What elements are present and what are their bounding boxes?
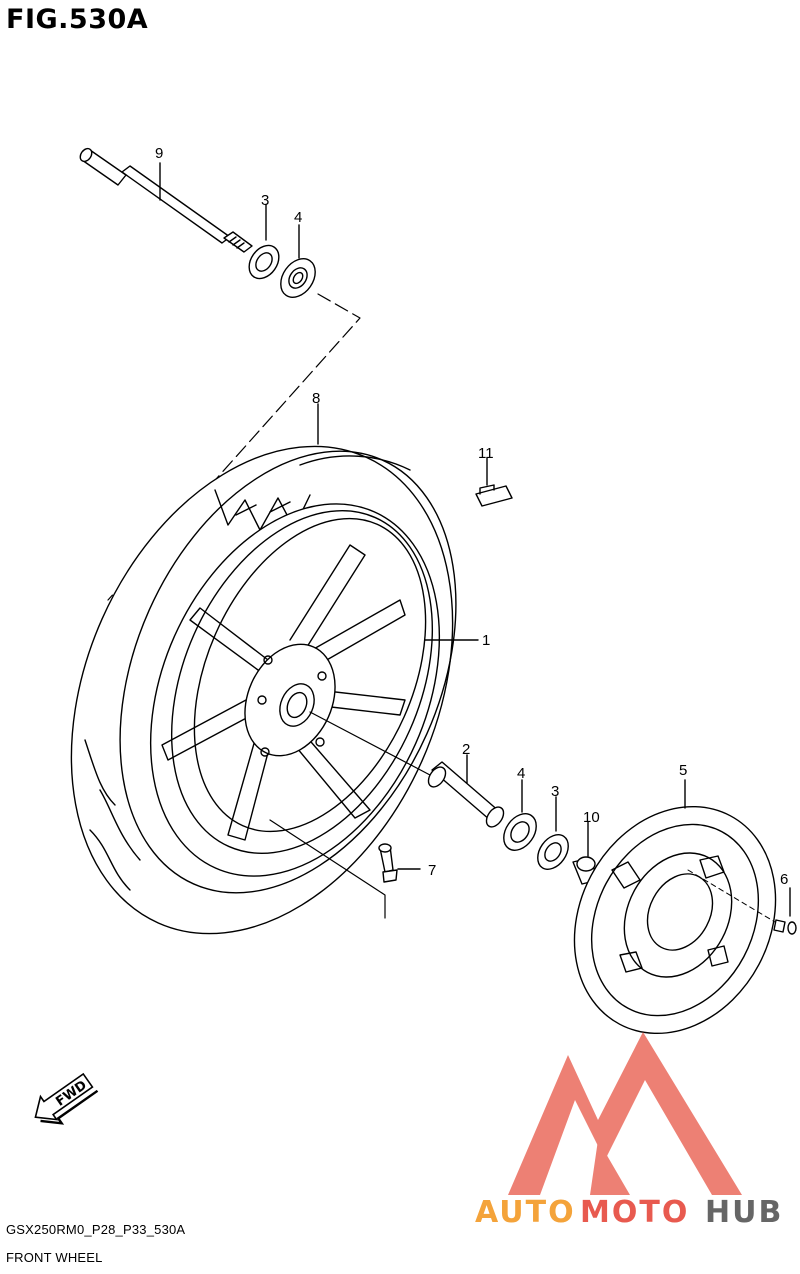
callout-6: 8: [312, 390, 320, 407]
figure-code: GSX250RM0_P28_P33_530A: [6, 1222, 186, 1237]
bolt-part: [773, 919, 797, 935]
callout-2: 2: [462, 741, 470, 758]
callout-3-lower: 3: [551, 783, 559, 800]
bearing-lower: [503, 813, 537, 851]
axle-part: [79, 147, 253, 253]
dust-seal-top: [248, 244, 280, 280]
callout-5: 7: [428, 862, 436, 879]
forward-direction-arrow: FWD: [34, 1072, 99, 1125]
callout-11: 11: [478, 445, 494, 462]
spacer-part: [427, 761, 505, 828]
callout-4-lower: 4: [517, 765, 525, 782]
callout-8: 10: [583, 809, 600, 826]
brake-disc-part: [573, 805, 777, 1035]
valve-part: [378, 843, 398, 883]
watermark-moto: MOTO: [580, 1195, 689, 1230]
callout-1: 1: [482, 632, 490, 649]
callout-3-top: 3: [261, 192, 269, 209]
callout-10: 6: [780, 871, 788, 888]
callout-7: 9: [155, 145, 163, 162]
callout-4-top: 4: [294, 209, 302, 226]
watermark-hub: HUB: [705, 1195, 783, 1230]
figure-caption: FRONT WHEEL: [6, 1250, 103, 1265]
figure-title: FIG.530A: [6, 4, 149, 35]
callout-9: 5: [679, 762, 687, 779]
bearing-top: [280, 258, 316, 298]
callout-labels: 9 3 4 8 11 1 2 4 3 10 7 5 6: [155, 145, 788, 888]
dust-seal-lower: [537, 834, 569, 870]
wheel-part: [149, 503, 441, 877]
watermark-auto: AUTO: [475, 1195, 576, 1230]
watermark-logo-icon: [508, 1032, 742, 1195]
balancer-weight-part: [475, 484, 513, 507]
